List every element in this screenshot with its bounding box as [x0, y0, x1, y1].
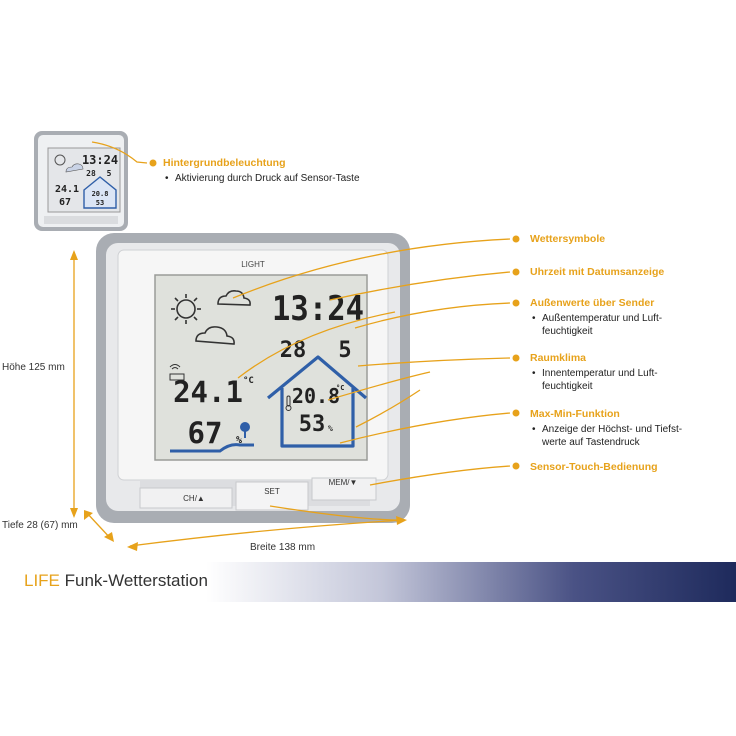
callout-max-min-title: Max-Min-Funktion — [530, 408, 620, 420]
width-label: Breite 138 mm — [250, 542, 316, 553]
indoor-humidity-unit: % — [328, 424, 333, 433]
thumbnail-date-day: 28 — [86, 169, 96, 178]
callout-touch-title: Sensor-Touch-Bedienung — [530, 461, 658, 473]
thumbnail-sun-icon — [54, 154, 66, 166]
thumbnail-outdoor-temp: 24.1 — [55, 184, 79, 195]
battery-icon — [169, 373, 185, 381]
height-dimension-arrow — [70, 250, 78, 518]
depth-label: Tiefe 28 (67) mm — [2, 520, 78, 531]
thumbnail-outdoor-humidity: 67 — [59, 197, 71, 208]
house-outline-icon — [266, 355, 368, 448]
product-name: Funk-Wetterstation — [59, 571, 208, 590]
height-label: Höhe 125 mm — [2, 362, 65, 373]
thumbnail-time: 13:24 — [82, 153, 118, 167]
callout-time-date-title: Uhrzeit mit Datumsanzeige — [530, 266, 665, 278]
leader-lines — [91, 141, 511, 521]
callout-outdoor-bullet: Außentemperatur und Luft- feuchtigkeit — [532, 312, 712, 338]
thumbnail-date-month: 5 — [107, 169, 112, 178]
mem-down-button[interactable] — [311, 477, 377, 501]
brand-name: LIFE — [24, 571, 60, 590]
callout-backlight-list: Aktivierung durch Druck auf Sensor-Taste — [165, 172, 360, 185]
mem-down-button-label[interactable]: MEM/▼ — [329, 478, 358, 487]
set-button[interactable] — [235, 481, 309, 511]
tree-icon — [240, 422, 250, 438]
indoor-humidity: 53 — [299, 412, 326, 437]
signal-icon — [169, 364, 181, 370]
callout-outdoor-list: Außentemperatur und Luft- feuchtigkeit — [532, 312, 712, 338]
product-title: LIFE Funk-Wetterstation — [24, 571, 208, 591]
date-day: 28 — [280, 338, 307, 363]
callout-max-min-list: Anzeige der Höchst- und Tiefst- werte au… — [532, 423, 722, 449]
width-dimension-arrow — [127, 516, 407, 551]
light-sensor-label: LIGHT — [241, 260, 265, 269]
callout-outdoor-title: Außenwerte über Sender — [530, 297, 655, 309]
cloud-icon-large — [195, 326, 235, 345]
indoor-temperature-unit: °C — [336, 384, 344, 392]
ch-up-button-label[interactable]: CH/▲ — [183, 494, 205, 503]
thumbnail-house-icon — [83, 176, 117, 209]
footer-banner — [0, 562, 736, 602]
depth-dimension-arrow — [84, 510, 114, 542]
leader-dots — [149, 159, 520, 470]
callout-indoor-title: Raumklima — [530, 352, 587, 364]
thermometer-icon — [285, 395, 292, 411]
thumbnail-indoor-temp: 20.8 — [92, 190, 109, 198]
callout-indoor-list: Innentemperatur und Luft- feuchtigkeit — [532, 367, 712, 393]
outdoor-temperature-unit: °C — [243, 376, 254, 386]
thumbnail-cloud-icon — [65, 163, 84, 173]
outdoor-temperature: 24.1 — [173, 375, 243, 409]
callout-backlight-title: Hintergrundbeleuchtung — [163, 157, 286, 169]
ground-line — [170, 443, 254, 453]
indoor-temperature: 20.8 — [292, 384, 340, 408]
ch-up-button[interactable] — [139, 487, 233, 509]
sun-icon — [171, 294, 201, 324]
outdoor-humidity: 67 — [188, 416, 223, 450]
callout-indoor-bullet: Innentemperatur und Luft- feuchtigkeit — [532, 367, 712, 393]
callout-weather-symbols-title: Wettersymbole — [530, 233, 606, 245]
outdoor-humidity-unit: % — [236, 435, 242, 446]
set-button-label[interactable]: SET — [264, 487, 280, 496]
thumbnail-indoor-humidity: 53 — [96, 199, 104, 207]
callout-backlight-bullet: Aktivierung durch Druck auf Sensor-Taste — [165, 172, 360, 185]
date-month: 5 — [338, 338, 351, 363]
cloud-icon — [217, 290, 251, 306]
thumbnail-device: 13:24 28 5 24.1 67 20.8 53 — [34, 131, 128, 231]
callout-max-min-bullet: Anzeige der Höchst- und Tiefst- werte au… — [532, 423, 722, 449]
